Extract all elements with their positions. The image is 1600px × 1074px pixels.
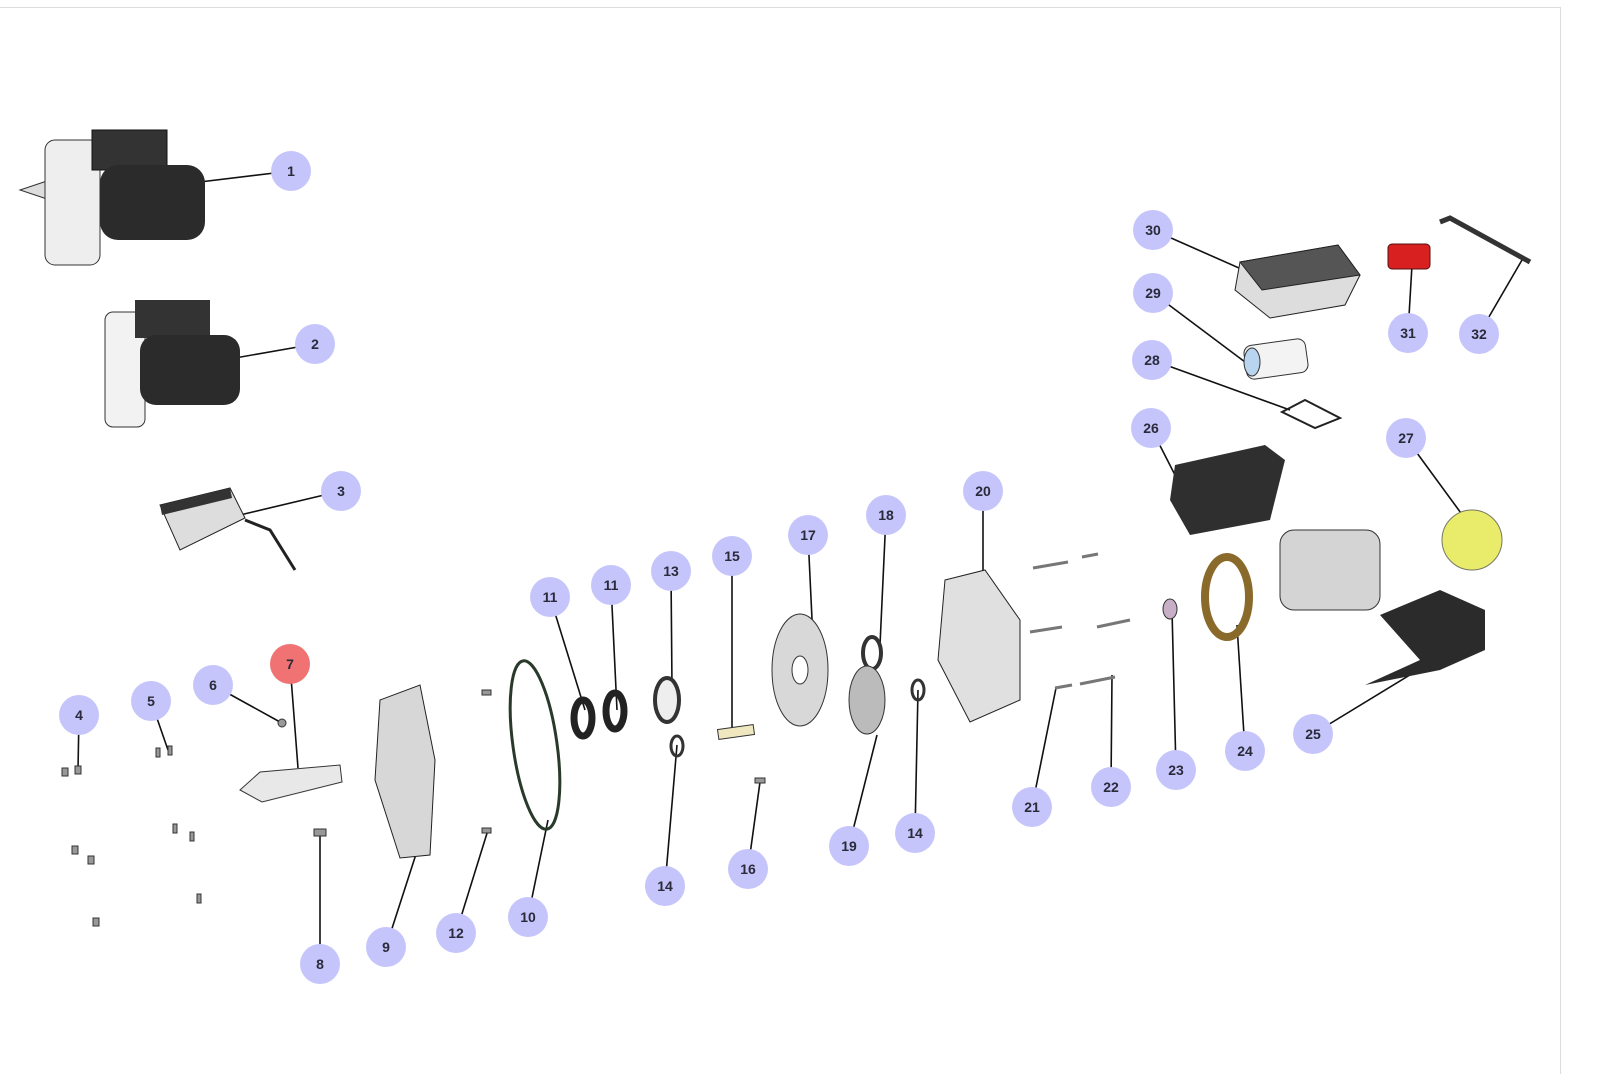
part-11-seal — [602, 689, 628, 733]
part-25-fan-cover — [1365, 590, 1485, 685]
callout-badge-13[interactable]: 13 — [651, 551, 691, 591]
part-7-nozzle — [239, 764, 343, 803]
part-26-motor-cover — [1170, 445, 1285, 535]
part-drawings — [18, 129, 1532, 927]
callout-badge-14[interactable]: 14 — [895, 813, 935, 853]
part-9-pump-casing — [374, 684, 436, 859]
part-19-impeller — [848, 665, 886, 735]
part-24-ring-bracket — [1201, 553, 1253, 641]
leader-line — [1236, 624, 1246, 752]
callout-badge-32[interactable]: 32 — [1459, 314, 1499, 354]
bolts — [1029, 552, 1131, 690]
callout-badge-20[interactable]: 20 — [963, 471, 1003, 511]
callout-badge-14[interactable]: 14 — [645, 866, 685, 906]
part-20-bracket — [937, 569, 1021, 723]
callout-badge-10[interactable]: 10 — [508, 897, 548, 937]
part-17-diffuser-hole — [791, 655, 809, 685]
callout-badge-4[interactable]: 4 — [59, 695, 99, 735]
leader-line — [664, 744, 678, 887]
small-fasteners — [61, 689, 766, 927]
part-11-seal — [570, 696, 596, 740]
part-14-washer — [669, 734, 685, 758]
leader-line — [914, 689, 919, 834]
part-14-washer — [910, 678, 926, 702]
motor-stator — [1279, 529, 1381, 611]
callout-badge-25[interactable]: 25 — [1293, 714, 1333, 754]
callout-badge-30[interactable]: 30 — [1133, 210, 1173, 250]
part-18-ring — [861, 635, 883, 671]
part-1-assembled-pump — [18, 129, 205, 266]
callout-badge-9[interactable]: 9 — [366, 927, 406, 967]
part-13-mechanical-seal — [653, 676, 681, 724]
part-15-shaft-sleeve — [716, 723, 756, 741]
callout-badge-21[interactable]: 21 — [1012, 787, 1052, 827]
callout-badge-23[interactable]: 23 — [1156, 750, 1196, 790]
part-28-gasket — [1279, 398, 1343, 430]
leader-line — [1171, 609, 1177, 771]
part-2-motor-assembly — [104, 300, 240, 428]
callout-badge-27[interactable]: 27 — [1386, 418, 1426, 458]
part-32-power-cable — [1439, 215, 1532, 265]
diagram-frame — [0, 7, 1561, 1074]
part-27-fan — [1441, 509, 1503, 571]
callout-badge-11[interactable]: 11 — [530, 577, 570, 617]
callout-badge-15[interactable]: 15 — [712, 536, 752, 576]
part-3-terminal-box-cable — [159, 487, 297, 571]
callout-badge-11[interactable]: 11 — [591, 565, 631, 605]
part-29-capacitor-end — [1243, 347, 1261, 377]
callout-badge-2[interactable]: 2 — [295, 324, 335, 364]
callout-badge-18[interactable]: 18 — [866, 495, 906, 535]
callout-badge-7[interactable]: 7 — [270, 644, 310, 684]
callout-badge-5[interactable]: 5 — [131, 681, 171, 721]
part-30-terminal-box-lid — [1239, 244, 1361, 291]
part-31-switch — [1387, 243, 1431, 270]
callout-badge-22[interactable]: 22 — [1091, 767, 1131, 807]
callout-badge-24[interactable]: 24 — [1225, 731, 1265, 771]
callout-badge-31[interactable]: 31 — [1388, 313, 1428, 353]
callout-badge-16[interactable]: 16 — [728, 849, 768, 889]
callout-badge-1[interactable]: 1 — [271, 151, 311, 191]
part-23-bearing-washer — [1162, 598, 1178, 620]
callout-badge-17[interactable]: 17 — [788, 515, 828, 555]
callout-badge-8[interactable]: 8 — [300, 944, 340, 984]
callout-badge-29[interactable]: 29 — [1133, 273, 1173, 313]
callout-badge-26[interactable]: 26 — [1131, 408, 1171, 448]
callout-badge-19[interactable]: 19 — [829, 826, 869, 866]
callout-badge-3[interactable]: 3 — [321, 471, 361, 511]
leader-line — [879, 514, 887, 646]
leader-line — [610, 584, 618, 711]
callout-badge-6[interactable]: 6 — [193, 665, 233, 705]
part-10-o-ring — [508, 659, 562, 831]
callout-badge-28[interactable]: 28 — [1132, 340, 1172, 380]
callout-badge-12[interactable]: 12 — [436, 913, 476, 953]
leader-line — [1151, 359, 1291, 411]
